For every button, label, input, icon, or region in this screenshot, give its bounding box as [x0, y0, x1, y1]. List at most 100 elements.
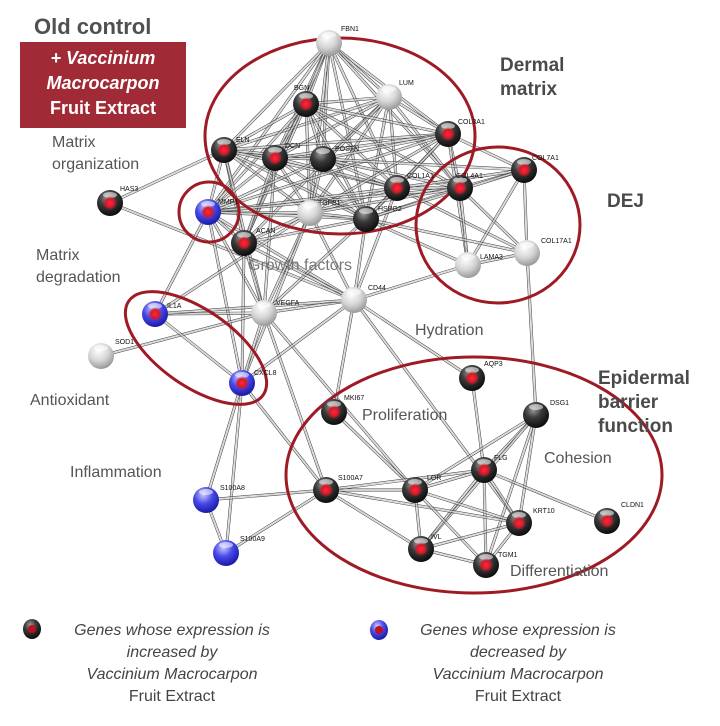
node-sphere — [341, 287, 367, 313]
edge-line — [525, 253, 536, 416]
edge-line — [109, 148, 224, 203]
legend-increased-icon — [23, 619, 41, 639]
edge-DCN-COL3A1 — [274, 132, 449, 160]
expression-marker — [414, 542, 428, 556]
expression-marker — [299, 97, 313, 111]
node-cxcl8[interactable]: CXCL8 — [229, 370, 277, 396]
edge-COL17A1-HSPG2 — [365, 217, 528, 255]
node-col7a1[interactable]: COL7A1 — [511, 155, 559, 183]
edge-line — [223, 102, 306, 150]
node-label: S100A7 — [338, 475, 363, 482]
node-cldn1[interactable]: CLDN1 — [594, 502, 644, 534]
edge-line — [154, 313, 243, 384]
edge-line — [207, 133, 449, 213]
edge-line — [414, 489, 487, 566]
edge-line — [207, 157, 276, 213]
edge-line — [274, 95, 389, 158]
cluster-mmp1 — [177, 180, 241, 244]
edge-line — [244, 43, 331, 244]
edge-line — [154, 314, 242, 385]
edge-line — [415, 488, 488, 565]
legend-line: increased by — [126, 644, 218, 661]
node-highlight — [217, 139, 231, 145]
node-has3[interactable]: HAS3 — [97, 186, 138, 216]
edge-line — [208, 134, 449, 214]
edge-line — [155, 212, 210, 315]
edge-line — [527, 252, 538, 415]
edge-line — [325, 489, 520, 524]
node-s100a9[interactable]: S100A9 — [213, 536, 265, 566]
edge-line — [207, 157, 323, 212]
node-vegfa[interactable]: VEGFA — [251, 300, 300, 326]
node-label: COL17A1 — [541, 238, 572, 245]
node-label: MKI67 — [344, 395, 364, 402]
node-aqp3[interactable]: AQP3 — [459, 361, 503, 391]
edge-line — [322, 133, 449, 160]
node-highlight — [219, 542, 233, 548]
label-line: degradation — [36, 269, 121, 286]
label-dej: DEJ — [607, 191, 644, 212]
edge-line — [483, 470, 607, 523]
node-ivl[interactable]: IVL — [408, 534, 442, 562]
label-line: Matrix — [36, 247, 80, 264]
node-eln[interactable]: ELN — [211, 137, 250, 163]
node-lama3[interactable]: LAMA3 — [455, 252, 503, 278]
node-col4a1[interactable]: COL4A1 — [447, 173, 483, 201]
node-postn[interactable]: POSTN — [310, 146, 359, 172]
node-hspg2[interactable]: HSPG2 — [353, 206, 402, 232]
node-s100a8[interactable]: S100A8 — [193, 485, 245, 513]
edge-line — [308, 213, 354, 301]
label-matrix-organization: Matrix organization — [52, 132, 139, 176]
edge-line — [240, 383, 326, 491]
expression-marker — [148, 307, 162, 321]
node-dsg1[interactable]: DSG1 — [523, 400, 569, 428]
edge-line — [484, 468, 608, 521]
node-tgm1[interactable]: TGM1 — [473, 552, 518, 578]
edge-line — [353, 263, 468, 300]
edge-line — [413, 490, 486, 567]
node-krt10[interactable]: KRT10 — [506, 508, 555, 536]
edge-line — [305, 104, 448, 136]
node-col1a1[interactable]: COL1A1 — [384, 173, 434, 201]
edge-line — [365, 219, 527, 255]
node-lum[interactable]: LUM — [376, 80, 414, 110]
edge-CD44-CXCL8 — [241, 298, 355, 385]
edge-S100A8-S100A7 — [205, 488, 327, 502]
edge-line — [333, 411, 416, 491]
edge-line — [109, 202, 355, 301]
node-label: LOR — [427, 475, 441, 482]
edge-line — [222, 41, 329, 150]
node-label: COL1A1 — [407, 173, 434, 180]
edge-line — [206, 383, 244, 501]
node-il1a[interactable]: IL1A — [142, 301, 182, 327]
node-label: VEGFA — [276, 300, 300, 307]
edge-line — [274, 157, 398, 189]
node-fbn1[interactable]: FBN1 — [316, 26, 359, 56]
edge-line — [485, 414, 537, 566]
node-s100a7[interactable]: S100A7 — [313, 475, 363, 503]
label-differentiation: Differentiation — [510, 563, 609, 580]
label-line: Matrix — [52, 134, 96, 151]
treatment-line-1: + Vaccinium — [50, 48, 156, 68]
node-dcn[interactable]: DCN — [262, 143, 300, 171]
edge-line — [322, 158, 525, 171]
edge-line — [241, 212, 311, 384]
node-bgn[interactable]: BGN — [293, 85, 319, 117]
node-flg[interactable]: FLG — [471, 455, 508, 483]
edge-line — [321, 95, 389, 159]
node-lor[interactable]: LOR — [402, 475, 441, 503]
edge-line — [353, 299, 473, 379]
node-sod1[interactable]: SOD1 — [88, 339, 134, 369]
label-cohesion: Cohesion — [544, 450, 612, 467]
node-mki67[interactable]: MKI67 — [321, 395, 364, 425]
node-tgfb1[interactable]: TGFB1 — [297, 200, 341, 226]
node-col17a1[interactable]: COL17A1 — [514, 238, 572, 266]
edge-line — [264, 300, 355, 315]
node-mmp1[interactable]: MMP1 — [195, 199, 238, 225]
node-cd44[interactable]: CD44 — [341, 285, 386, 313]
node-acan[interactable]: ACAN — [231, 228, 275, 256]
edge-line — [109, 149, 225, 204]
node-col3a1[interactable]: COL3A1 — [435, 119, 485, 147]
expression-marker — [103, 196, 117, 210]
edge-COL3A1-COL7A1 — [447, 132, 525, 172]
